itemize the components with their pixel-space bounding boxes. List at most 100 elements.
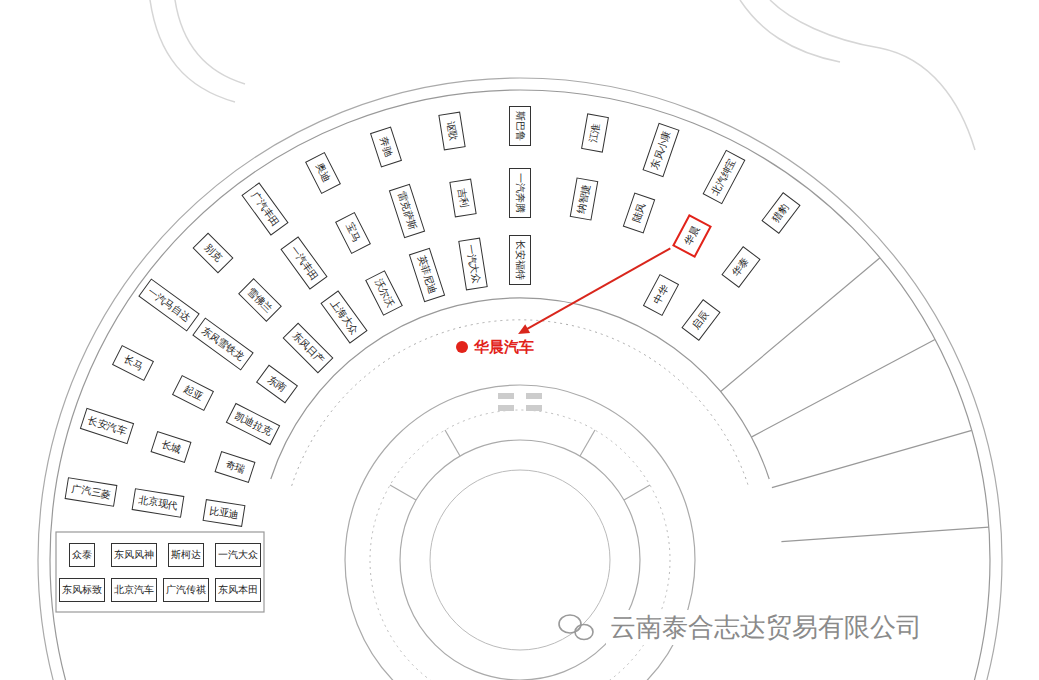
booth-box: 一汽大众 — [458, 237, 488, 290]
booth-box: 别克 — [193, 233, 234, 274]
center-fins — [390, 430, 650, 500]
booth-name: 华泰 — [730, 255, 751, 278]
booth-name: 斯柯达 — [171, 549, 201, 560]
booth-box: 北京现代 — [131, 488, 184, 518]
road-line — [175, 0, 245, 84]
booth-name: 东风风神 — [114, 549, 154, 560]
booth-name: 纳智捷 — [575, 183, 591, 214]
booth-box: 一汽丰田 — [281, 236, 328, 289]
booth-box: 东风小康 — [643, 122, 680, 176]
booth-box: 中华 — [643, 274, 679, 316]
booth-box: 奔驰 — [370, 127, 402, 168]
booth-box: 吉利 — [449, 178, 476, 217]
booth-name: 奇瑞 — [224, 458, 246, 475]
booth-name: 长马 — [122, 353, 145, 372]
booth-name: 猎豹 — [770, 202, 791, 225]
booth-name: 奥迪 — [314, 162, 333, 185]
road-line — [770, 0, 975, 150]
road-line — [740, 0, 840, 62]
booth-name: 凯迪拉克 — [233, 409, 274, 437]
booth-name: 别克 — [203, 242, 225, 264]
road-line — [150, 0, 235, 102]
arrow-head — [518, 324, 530, 334]
booth-box: 北汽绅宝 — [702, 150, 745, 204]
watermark: 云南泰合志达贸易有限公司 — [606, 610, 926, 645]
center-ring — [430, 470, 610, 650]
booth-name: 东风标致 — [62, 584, 102, 595]
booth-box: 雪佛兰 — [239, 279, 283, 323]
booth-name: 起亚 — [182, 383, 205, 402]
brand-name: 华晨汽车 — [474, 338, 534, 356]
booth-name: 一汽马自达 — [146, 285, 193, 323]
watermark-text: 云南泰合志达贸易有限公司 — [610, 612, 922, 642]
booth-box: 斯柯达 — [168, 543, 204, 567]
booth-box: 东风日产 — [282, 322, 333, 373]
booth-name: 雪佛兰 — [246, 286, 275, 315]
booth-box: 一汽马自达 — [138, 278, 199, 331]
booth-box: 广汽传祺 — [163, 578, 209, 602]
booth-box: 启辰 — [681, 299, 720, 341]
booth-box: 长城 — [150, 431, 191, 463]
booth-name: 雷克萨斯 — [396, 190, 419, 231]
booth-name: 上海大众 — [328, 298, 360, 337]
arrow-line — [526, 248, 670, 329]
booth-name: 沃尔沃 — [373, 277, 396, 309]
outer-wall — [38, 78, 1002, 680]
hall-ring — [271, 298, 769, 479]
brand-marker: 华晨汽车 — [454, 337, 536, 357]
booth-box: 宝马 — [335, 212, 371, 254]
booth-name: 东风日产 — [290, 329, 326, 365]
booth-name: 一汽丰田 — [288, 243, 320, 282]
booth-box: 东风雪铁龙 — [192, 318, 253, 371]
booth-box: 奇瑞 — [214, 451, 255, 483]
booth-box: 长安汽车 — [80, 408, 134, 444]
booth-box: 江淮 — [581, 113, 609, 152]
booth-name: 宝马 — [344, 221, 363, 244]
booth-name: 华晨 — [682, 224, 701, 247]
booth-name: 陆风 — [631, 202, 648, 224]
booth-box: 东南 — [256, 364, 298, 403]
booth-name: 北京汽车 — [114, 584, 154, 595]
marker-dot — [456, 341, 468, 353]
booth-name: 众泰 — [72, 549, 92, 560]
booth-name: 广汽传祺 — [166, 584, 206, 595]
booth-name: 东南 — [266, 373, 289, 394]
booth-name: 一汽大众 — [465, 243, 482, 284]
escalator-blocks — [498, 393, 542, 411]
booth-name: 中华 — [651, 283, 670, 306]
radial-walls — [721, 258, 989, 542]
booth-box: 广汽三菱 — [65, 477, 118, 507]
center-ring — [400, 440, 640, 680]
booth-name: 长安汽车 — [87, 414, 128, 437]
booth-box: 沃尔沃 — [365, 270, 403, 316]
booth-box: 起亚 — [172, 375, 214, 411]
highlighted-booth: 华晨 — [672, 214, 712, 258]
booth-name: 英菲尼迪 — [416, 254, 439, 295]
booth-name: 东风雪铁龙 — [200, 325, 247, 363]
booth-name: 江淮 — [588, 122, 602, 144]
booth-name: 讴歌 — [446, 121, 460, 142]
hall-ring — [292, 320, 749, 486]
booth-box: 猎豹 — [762, 192, 801, 234]
booth-box: 东风本田 — [215, 578, 261, 602]
booth-box: 比亚迪 — [202, 499, 245, 527]
booth-name: 启辰 — [690, 309, 711, 332]
booth-name: 东风小康 — [649, 129, 672, 170]
booth-name: 广汽三菱 — [71, 483, 112, 500]
booth-box: 一汽奔腾 — [509, 168, 531, 218]
booth-box: 奥迪 — [305, 152, 341, 194]
booth-name: 东风本田 — [218, 584, 258, 595]
annex-hall — [56, 532, 264, 612]
booth-box: 雷克萨斯 — [388, 184, 424, 238]
booth-box: 广汽丰田 — [241, 182, 288, 235]
booth-name: 广汽丰田 — [249, 189, 281, 228]
outer-wall — [50, 90, 990, 680]
booth-name: 长城 — [160, 438, 182, 455]
pointer-arrow — [518, 248, 670, 334]
booth-box: 上海大众 — [320, 291, 367, 344]
booth-box: 陆风 — [623, 192, 656, 233]
booth-name: 一汽大众 — [218, 549, 258, 560]
booth-name: 长安福特 — [515, 240, 526, 280]
booth-name: 奔驰 — [378, 136, 395, 158]
booth-name: 北京现代 — [137, 494, 178, 511]
